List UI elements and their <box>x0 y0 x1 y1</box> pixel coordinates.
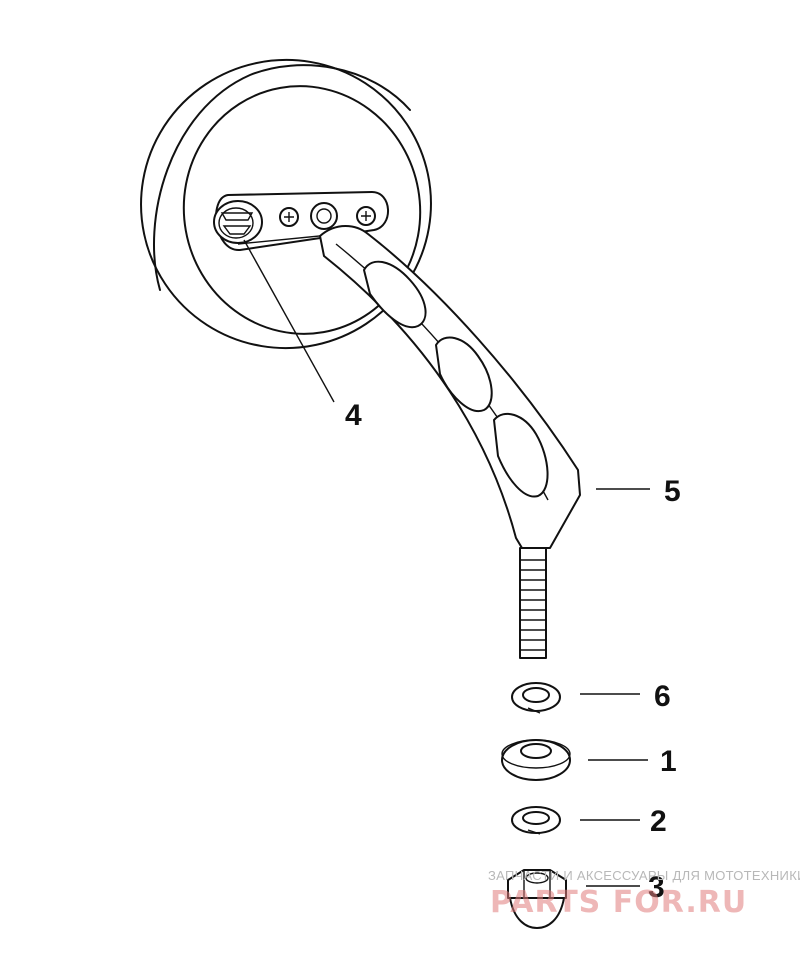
part-numbers: 4 5 6 1 2 3 <box>345 399 681 904</box>
part-number-4: 4 <box>345 399 362 432</box>
watermark-brand: PARTS FOR.RU <box>490 885 747 920</box>
part-number-6: 6 <box>654 680 671 713</box>
part-1-flat-washer <box>501 739 571 781</box>
part-number-5: 5 <box>664 475 681 508</box>
part-6-lock-washer <box>511 682 561 714</box>
part-number-2: 2 <box>650 805 667 838</box>
leader-lines <box>243 239 650 887</box>
part-5-stem <box>319 225 581 659</box>
watermark: ЗАПЧАСТИ И АКСЕССУАРЫ ДЛЯ МОТОТЕХНИКИ PA… <box>488 868 800 920</box>
part-number-1: 1 <box>660 745 677 778</box>
leader-part-4 <box>243 239 335 403</box>
part-3-acorn-nut <box>507 869 567 929</box>
part-4-medallion <box>213 200 263 244</box>
part-number-3: 3 <box>648 871 665 904</box>
watermark-tagline: ЗАПЧАСТИ И АКСЕССУАРЫ ДЛЯ МОТОТЕХНИКИ <box>488 868 800 883</box>
mounting-plate <box>215 191 389 252</box>
part-2-lock-washer <box>511 806 561 835</box>
